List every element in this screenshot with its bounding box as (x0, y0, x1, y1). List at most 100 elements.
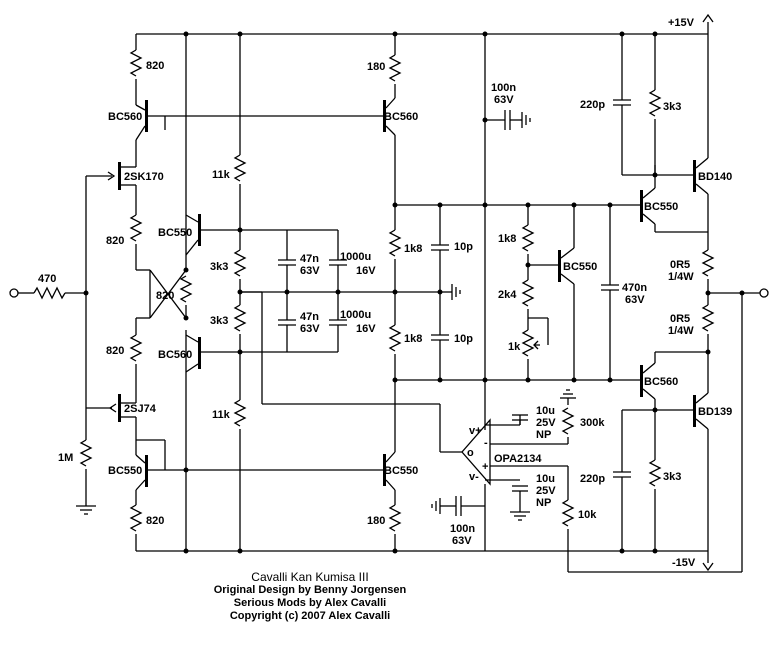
r-300k-label: 300k (580, 417, 605, 429)
schematic-title: Cavalli Kan Kumisa III (251, 570, 369, 584)
c-1000u-b-v-label: 16V (356, 323, 376, 335)
r-11k-bot-label: 11k (212, 409, 231, 421)
q-bc550-b-label: BC550 (158, 227, 192, 239)
c-100n-top-v-label: 63V (494, 94, 514, 106)
c-10u-a-np-label: NP (536, 429, 551, 441)
c-470n-v-label: 63V (625, 294, 645, 306)
r-0r5-bot-label: 0R5 (670, 313, 690, 325)
r-1k8-b-label: 1k8 (404, 333, 422, 345)
resistor-3k3-a (233, 249, 247, 277)
resistor-820-top (129, 49, 143, 77)
title-block: Cavalli Kan Kumisa III Original Design b… (170, 571, 450, 623)
input-terminal[interactable] (9, 288, 19, 298)
pin-vm-label: v- (469, 471, 479, 483)
c-100n-bot-label: 100n (450, 523, 475, 535)
resistor-820-c (179, 275, 193, 303)
q-bc550-a-label: BC550 (108, 465, 142, 477)
r-10k-label: 10k (578, 509, 597, 521)
r-180-bot-label: 180 (367, 515, 385, 527)
c-10u-a-v-label: 25V (536, 417, 556, 429)
r-1k8-a-label: 1k8 (404, 243, 422, 255)
resistor-300k (561, 407, 575, 435)
c-1000u-a-label: 1000u (340, 251, 371, 263)
pos-rail-arrow-icon (702, 13, 714, 23)
resistor-2k4 (521, 279, 535, 307)
r-3k3-rt-label: 3k3 (663, 101, 681, 113)
resistor-3k3-right-top (648, 89, 662, 117)
r-0r5-top-label: 0R5 (670, 259, 690, 271)
c-47n-a-label: 47n (300, 253, 319, 265)
r-3k3-rb-label: 3k3 (663, 471, 681, 483)
resistor-1k8-c (521, 224, 535, 252)
resistor-1k8-b (388, 324, 402, 352)
credit-line-2: Serious Mods by Alex Cavalli (233, 597, 387, 609)
q-bc550-c-label: BC550 (384, 465, 418, 477)
r-820-a-label: 820 (106, 235, 124, 247)
r-0r5-bot-w-label: 1/4W (668, 325, 694, 337)
pin-plus-label: + (482, 461, 488, 473)
r-2k4-label: 2k4 (498, 289, 517, 301)
resistor-1m (79, 439, 93, 467)
q-bc550-d-label: BC550 (563, 261, 597, 273)
credit-line-1: Original Design by Benny Jorgensen (213, 584, 407, 596)
resistor-180-bot (388, 504, 402, 532)
pin-o-label: o (467, 447, 474, 459)
rail-neg-label: -15V (672, 557, 696, 569)
r-820-c-label: 820 (156, 290, 174, 302)
r-820-bot-label: 820 (146, 515, 164, 527)
r-11k-top-label: 11k (212, 169, 231, 181)
resistor-1k-pot (521, 329, 535, 357)
c-220p-bot-label: 220p (580, 473, 605, 485)
c-100n-top-label: 100n (491, 82, 516, 94)
pin-vp-label: v+ (469, 425, 482, 437)
q-2sk170-label: 2SK170 (124, 171, 164, 183)
resistor-10k (561, 499, 575, 527)
r-0r5-top-w-label: 1/4W (668, 271, 694, 283)
r-in-label: 470 (38, 273, 56, 285)
r-820-top-label: 820 (146, 60, 164, 72)
c-10p-a-label: 10p (454, 241, 473, 253)
r-820-b-label: 820 (106, 345, 124, 357)
output-terminal[interactable] (759, 288, 769, 298)
r-180-top-label: 180 (367, 61, 385, 73)
resistor-0r5-top (701, 249, 715, 277)
pin-minus-label: - (484, 437, 488, 449)
resistor-3k3-b (233, 304, 247, 332)
c-47n-b-label: 47n (300, 311, 319, 323)
u-opa-label: OPA2134 (494, 453, 542, 465)
q-2sj74-label: 2SJ74 (124, 403, 157, 415)
c-100n-bot-v-label: 63V (452, 535, 472, 547)
r-3k3-a-label: 3k3 (210, 261, 228, 273)
rail-pos-label: +15V (668, 17, 695, 29)
c-47n-b-v-label: 63V (300, 323, 320, 335)
c-10u-b-v-label: 25V (536, 485, 556, 497)
c-220p-top-label: 220p (580, 99, 605, 111)
r-1k-pot-label: 1k (508, 341, 521, 353)
resistor-820-b (129, 334, 143, 362)
q-bc550-e-label: BC550 (644, 201, 678, 213)
c-47n-a-v-label: 63V (300, 265, 320, 277)
c-10u-b-label: 10u (536, 473, 555, 485)
q-bd140-label: BD140 (698, 171, 732, 183)
c-1000u-a-v-label: 16V (356, 265, 376, 277)
c-1000u-b-label: 1000u (340, 309, 371, 321)
resistor-3k3-right-bot (648, 459, 662, 487)
r-1k8-c-label: 1k8 (498, 233, 516, 245)
resistor-1k8-a (388, 229, 402, 257)
c-10p-b-label: 10p (454, 333, 473, 345)
resistor-11k-top (233, 154, 247, 182)
q-bc560-b-label: BC560 (158, 349, 192, 361)
q-bc560-d-label: BC560 (644, 376, 678, 388)
q-bc560-c-label: BC560 (384, 111, 418, 123)
resistor-470 (33, 286, 66, 300)
c-470n-label: 470n (622, 282, 647, 294)
resistor-11k-bot (233, 399, 247, 427)
q-bd139-label: BD139 (698, 406, 732, 418)
q-bc560-a-label: BC560 (108, 111, 142, 123)
resistor-180-top (388, 54, 402, 82)
credit-line-3: Copyright (c) 2007 Alex Cavalli (229, 610, 391, 622)
resistor-0r5-bot (701, 304, 715, 332)
resistor-820-bot (129, 504, 143, 532)
resistor-820-a (129, 214, 143, 242)
